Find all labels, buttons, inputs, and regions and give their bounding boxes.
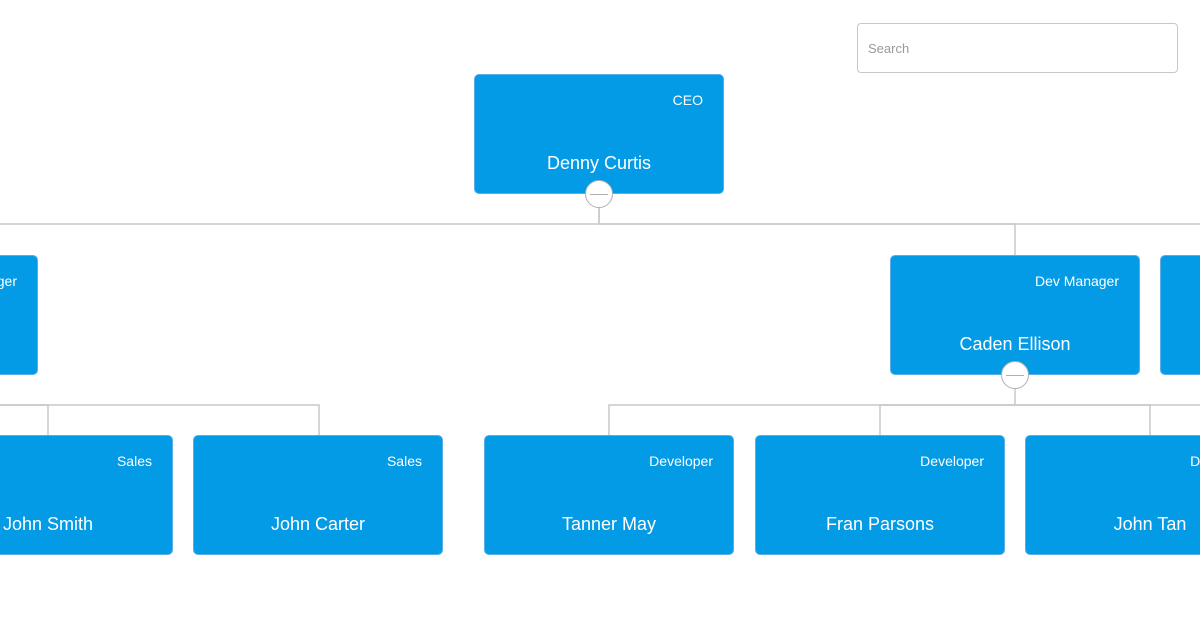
node-name: John Carter	[270, 514, 366, 534]
node-name: Caden Ellison	[959, 334, 1071, 354]
node-role: Sales Manager	[0, 273, 17, 289]
collapse-toggle-ceo[interactable]	[585, 180, 613, 208]
node-name: Denny Curtis	[546, 153, 652, 173]
node-role: Developer	[920, 453, 984, 469]
node-role: Dev Manager	[1034, 273, 1119, 289]
link-ceo-to-right-manager	[599, 223, 1200, 225]
node-role: CEO	[672, 92, 703, 108]
link-dev-manager-to-fran-parsons	[879, 404, 1015, 435]
node-name: Fran Parsons	[825, 514, 935, 534]
node-dev-manager[interactable]: Dev Manager Caden Ellison	[890, 255, 1140, 375]
node-john-tan[interactable]: Developer John Tan	[1025, 435, 1200, 555]
node-fran-parsons[interactable]: Developer Fran Parsons	[755, 435, 1005, 555]
link-left-manager-to-john-smith	[0, 404, 49, 435]
node-john-smith[interactable]: Sales John Smith	[0, 435, 173, 555]
node-role: Developer	[1190, 453, 1200, 469]
link-left-manager-to-john-carter	[0, 404, 320, 435]
minus-icon	[590, 194, 608, 195]
node-name: John Smith	[2, 514, 94, 534]
link-dev-manager-to-john-tan	[1015, 404, 1151, 435]
node-role: Sales	[116, 453, 152, 469]
node-tanner-may[interactable]: Developer Tanner May	[484, 435, 734, 555]
link-ceo-to-left-manager	[0, 194, 600, 225]
node-sales-manager[interactable]: Sales Manager	[0, 255, 38, 375]
node-name: Tanner May	[561, 514, 657, 534]
node-ceo[interactable]: CEO Denny Curtis	[474, 74, 724, 194]
node-right-manager[interactable]	[1160, 255, 1200, 375]
node-role: Developer	[649, 453, 713, 469]
node-john-carter[interactable]: Sales John Carter	[193, 435, 443, 555]
minus-icon	[1006, 375, 1024, 376]
search-input[interactable]	[857, 23, 1178, 73]
node-role: Sales	[386, 453, 422, 469]
link-dev-manager-to-tanner-may	[608, 375, 1016, 435]
collapse-toggle-dev-manager[interactable]	[1001, 361, 1029, 389]
node-name: John Tan	[1113, 514, 1187, 534]
